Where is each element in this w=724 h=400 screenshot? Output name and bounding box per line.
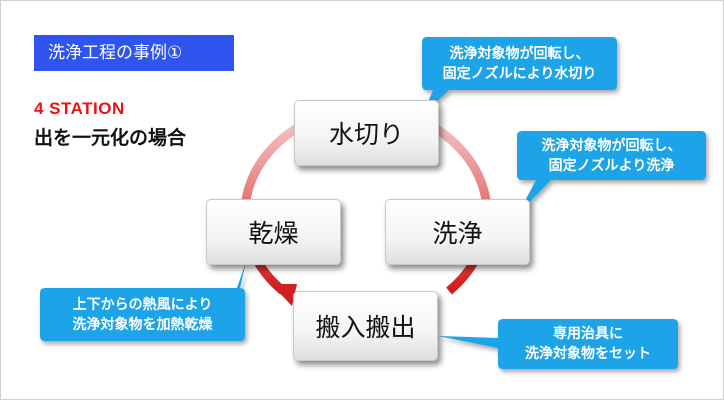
callout-wash-line2: 固定ノズルより洗浄 (548, 157, 675, 174)
callout-bubble-dry (40, 262, 246, 341)
callout-bubble-wash (517, 131, 706, 214)
callout-load-line2: 洗浄対象物をセット (525, 346, 651, 362)
subtitle: 出を一元化の場合 (34, 127, 187, 149)
callout-bubble-drain (422, 37, 617, 114)
cycle-arrowhead (271, 284, 297, 306)
callout-bubble-load (438, 319, 678, 369)
callout-load: 専用治具に 洗浄対象物をセット (498, 319, 678, 369)
cycle-ring (240, 112, 321, 295)
page-title: 洗浄工程の事例① (34, 35, 234, 71)
callout-drain-line1: 洗浄対象物が回転し、 (449, 45, 590, 62)
step-drain: 水切り (294, 100, 439, 166)
cycle-ring (411, 112, 492, 295)
callout-load-line1: 専用治具に (553, 326, 623, 342)
callout-dry: 上下からの熱風により 洗浄対象物を加熱乾燥 (40, 288, 245, 341)
callout-wash-line1: 洗浄対象物が回転し、 (541, 137, 682, 154)
step-dry: 乾燥 (206, 199, 341, 265)
callout-wash: 洗浄対象物が回転し、 固定ノズルより洗浄 (517, 131, 706, 180)
callout-dry-line1: 上下からの熱風により (72, 296, 213, 313)
callout-dry-line2: 洗浄対象物を加熱乾燥 (72, 316, 213, 333)
step-wash: 洗浄 (385, 199, 530, 265)
step-load-unload: 搬入搬出 (293, 291, 438, 361)
station-label: 4 STATION (34, 99, 125, 118)
callout-drain: 洗浄対象物が回転し、 固定ノズルにより水切り (422, 37, 617, 90)
callout-drain-line2: 固定ノズルにより水切り (442, 65, 597, 82)
